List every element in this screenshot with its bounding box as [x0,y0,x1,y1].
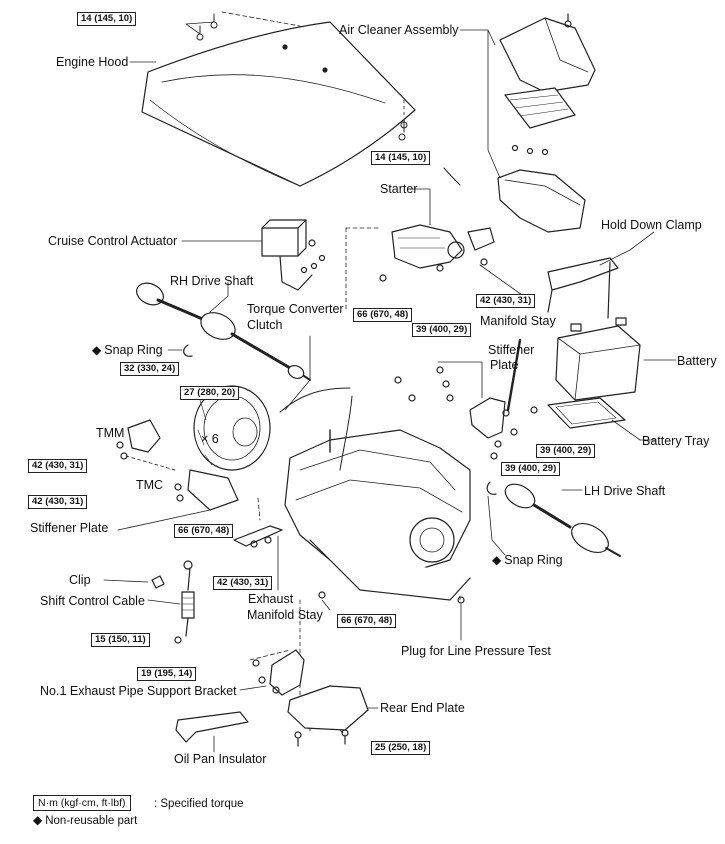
torque-32: 32 (330, 24) [120,362,180,376]
label-stiffener-left: Stiffener Plate [30,521,109,535]
stiffener-plate-right-part [394,338,538,460]
label-oil-pan-insulator: Oil Pan Insulator [174,752,267,766]
label-torque-converter-1: Torque Converter [247,302,344,316]
label-plug: Plug for Line Pressure Test [401,644,551,658]
label-manifold-stay: Manifold Stay [480,314,556,328]
label-rh-drive-shaft: RH Drive Shaft [170,274,254,288]
label-rear-end-plate: Rear End Plate [380,701,465,715]
torque-42-tmm: 42 (430, 31) [28,459,88,473]
label-stiffener-right-2: Plate [490,358,519,372]
rh-drive-shaft-part [136,282,311,381]
lh-drive-shaft-part [504,483,621,557]
torque-66-bottom: 66 (670, 48) [337,614,397,628]
guide-lines [249,227,461,736]
hood-bolts [185,11,408,141]
battery-tray-part [547,397,626,429]
torque-19: 19 (195, 14) [137,667,197,681]
torque-39-b: 39 (400, 29) [536,444,596,458]
label-engine-hood: Engine Hood [56,55,129,69]
label-starter: Starter [380,182,418,196]
stiffener-plate-left-part [116,419,239,511]
torque-15: 15 (150, 11) [91,633,150,647]
transaxle-part [284,395,471,601]
label-clip: Clip [69,573,91,587]
torque-hood-top: 14 (145, 10) [77,12,137,26]
label-stiffener-right-1: Stiffener [488,343,535,357]
torque-39-c: 39 (400, 29) [501,462,561,476]
label-exhaust-bracket: No.1 Exhaust Pipe Support Bracket [40,684,237,698]
oil-pan-insulator-part [175,711,249,743]
rear-end-plate-part [287,685,369,747]
label-air-cleaner: Air Cleaner Assembly [339,23,459,37]
label-lh-drive-shaft: LH Drive Shaft [584,484,666,498]
label-snap-ring-lower: Snap Ring [492,553,562,567]
battery-part [555,317,641,401]
torque-66-top: 66 (670, 48) [353,308,413,322]
label-cruise-actuator: Cruise Control Actuator [48,234,178,248]
torque-starter: 42 (430, 31) [476,294,536,308]
cruise-actuator-part [261,219,326,291]
torque-27: 27 (280, 20) [180,386,240,400]
label-snap-ring-upper: Snap Ring [92,343,162,357]
exhaust-bracket-part [252,649,305,696]
label-exhaust-stay-2: Manifold Stay [247,608,323,622]
hold-down-clamp-part [547,257,619,319]
label-shift-cable: Shift Control Cable [40,594,145,608]
exhaust-manifold-stay-part [233,525,283,548]
starter-part [379,167,495,282]
legend-torque-desc: : Specified torque [154,798,244,810]
label-battery: Battery [677,354,717,368]
torque-hood-bottom: 14 (145, 10) [371,151,431,165]
torque-25: 25 (250, 18) [371,741,431,755]
torque-converter-part [193,385,271,471]
label-tmm: TMM [96,426,125,440]
legend-nonreusable: Non-reusable part [33,813,137,828]
torque-42-tmc: 42 (430, 31) [28,495,88,509]
label-exhaust-stay-1: Exhaust [248,592,294,606]
label-battery-tray: Battery Tray [642,434,710,448]
shift-control-cable-part [151,560,195,644]
label-times-6: × 6 [201,432,219,446]
torque-39-a: 39 (400, 29) [412,323,472,337]
torque-42-exhaust: 42 (430, 31) [213,576,273,590]
label-torque-converter-2: Clutch [247,318,283,332]
label-tmc: TMC [136,478,164,492]
torque-66-left: 66 (670, 48) [174,524,234,538]
air-cleaner-part [497,13,596,233]
engine-hood-part [141,21,416,187]
legend-torque-box: N·m (kgf·cm, ft·lbf) [33,795,131,811]
label-hold-down-clamp: Hold Down Clamp [601,218,702,232]
